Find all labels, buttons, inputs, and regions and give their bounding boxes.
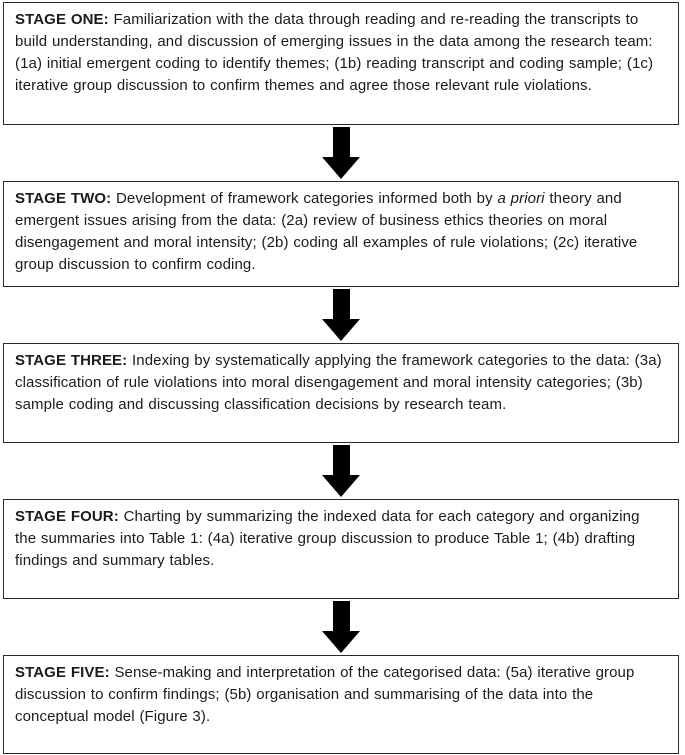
- stage-one-body: Familiarization with the data through re…: [15, 11, 654, 94]
- down-arrow-head-icon: [322, 319, 360, 341]
- down-arrow-icon: [332, 289, 350, 319]
- stage-two-body-pre: Development of framework categories info…: [111, 190, 498, 207]
- stage-five-body: Sense-making and interpretation of the c…: [15, 664, 635, 725]
- stage-two-box: STAGE TWO: Development of framework cate…: [3, 181, 679, 287]
- down-arrow-icon: [332, 127, 350, 157]
- stage-four-body: Charting by summarizing the indexed data…: [15, 508, 640, 569]
- stage-five-box: STAGE FIVE: Sense-making and interpretat…: [3, 655, 679, 754]
- stage-three-body: Indexing by systematically applying the …: [15, 352, 662, 413]
- stage-two-body-italic: a priori: [497, 190, 545, 207]
- down-arrow-head-icon: [322, 157, 360, 179]
- stage-four-text: STAGE FOUR: Charting by summarizing the …: [15, 506, 665, 572]
- stage-three-label: STAGE THREE:: [15, 352, 128, 369]
- down-arrow-icon: [332, 445, 350, 475]
- stage-one-label: STAGE ONE:: [15, 11, 109, 28]
- stage-five-label: STAGE FIVE:: [15, 664, 110, 681]
- stage-five-text: STAGE FIVE: Sense-making and interpretat…: [15, 662, 665, 728]
- stage-two-text: STAGE TWO: Development of framework cate…: [15, 188, 665, 276]
- stage-three-box: STAGE THREE: Indexing by systematically …: [3, 343, 679, 443]
- down-arrow-4: [3, 599, 679, 655]
- stage-two-body-post: theory and emergent issues arising from …: [15, 190, 638, 273]
- down-arrow-3: [3, 443, 679, 499]
- down-arrow-head-icon: [322, 631, 360, 653]
- stage-one-box: STAGE ONE: Familiarization with the data…: [3, 2, 679, 125]
- stage-four-label: STAGE FOUR:: [15, 508, 119, 525]
- stage-four-box: STAGE FOUR: Charting by summarizing the …: [3, 499, 679, 599]
- down-arrow-2: [3, 287, 679, 343]
- down-arrow-head-icon: [322, 475, 360, 497]
- stage-one-text: STAGE ONE: Familiarization with the data…: [15, 9, 665, 97]
- down-arrow-icon: [332, 601, 350, 631]
- down-arrow-1: [3, 125, 679, 181]
- stage-three-text: STAGE THREE: Indexing by systematically …: [15, 350, 665, 416]
- stage-two-label: STAGE TWO:: [15, 190, 112, 207]
